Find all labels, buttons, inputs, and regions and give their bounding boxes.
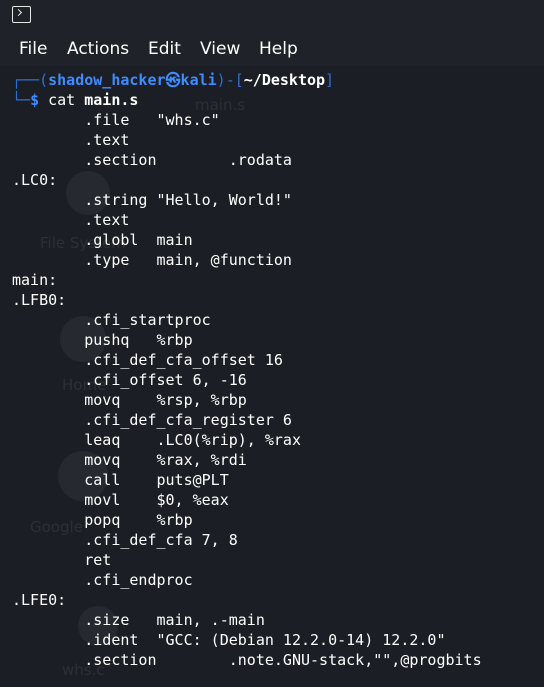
output-line: .cfi_offset 6, -16 <box>12 371 247 389</box>
google-ghost-icon <box>58 451 108 501</box>
output-line: .text <box>12 211 130 229</box>
prompt-user: shadow_hacker <box>48 71 166 89</box>
prompt-header: ┌──(shadow_hacker㉿kali)-[~/Desktop] <box>12 71 335 89</box>
output-line: pushq %rbp <box>12 331 193 349</box>
output-line: .LFB0: <box>12 291 67 309</box>
prompt-at-symbol: ㉿ <box>165 71 181 89</box>
output-line: .string "Hello, World!" <box>12 191 292 209</box>
output-line: .size main, .-main <box>12 611 265 629</box>
output-line: call puts@PLT <box>12 471 229 489</box>
output-line: .section .rodata <box>12 151 292 169</box>
output-line: movq %rsp, %rbp <box>12 391 247 409</box>
ghost-label-file-system: File System <box>40 234 126 252</box>
output-line: .LFE0: <box>12 591 67 609</box>
output-line: movl $0, %eax <box>12 491 229 509</box>
file-system-ghost-icon <box>66 171 110 215</box>
ghost-label-whs: whs.c <box>62 661 105 679</box>
menu-bar: File Actions Edit View Help <box>0 32 544 66</box>
menu-actions[interactable]: Actions <box>67 39 130 59</box>
command-name: cat <box>48 91 76 109</box>
output-line: .cfi_def_cfa 7, 8 <box>12 531 238 549</box>
output-line: .section .note.GNU-stack,"",@progbits <box>12 651 482 669</box>
output-line: popq %rbp <box>12 511 193 529</box>
output-line: .globl main <box>12 231 193 249</box>
output-line: .cfi_startproc <box>12 311 211 329</box>
ghost-label-desktop-file: main.s <box>195 96 246 114</box>
output-line: .file "whs.c" <box>12 111 220 129</box>
terminal-output-area[interactable]: File System main.s Home Google whs.c ┌──… <box>0 66 544 687</box>
prompt-host: kali <box>180 71 217 89</box>
output-line: main: <box>12 271 58 289</box>
terminal-icon[interactable] <box>12 6 31 23</box>
prompt-path: ~/Desktop <box>243 71 326 89</box>
output-line: .cfi_endproc <box>12 571 193 589</box>
menu-help[interactable]: Help <box>259 39 298 59</box>
output-line: .cfi_def_cfa_offset 16 <box>12 351 283 369</box>
menu-file[interactable]: File <box>19 39 48 59</box>
output-line: .text <box>12 131 130 149</box>
home-ghost-icon <box>60 316 106 362</box>
command-argument: main.s <box>84 91 139 109</box>
prompt-command-line: └─$ cat main.s <box>12 91 139 109</box>
menu-view[interactable]: View <box>200 39 241 59</box>
window-titlebar <box>0 0 544 32</box>
prompt-dollar: $ <box>30 91 40 109</box>
output-line: .type main, @function <box>12 251 292 269</box>
menu-edit[interactable]: Edit <box>148 39 181 59</box>
ghost-label-google: Google <box>30 518 83 536</box>
whs-ghost-icon <box>78 606 118 646</box>
output-line: movq %rax, %rdi <box>12 451 247 469</box>
output-line: .ident "GCC: (Debian 12.2.0-14) 12.2.0" <box>12 631 446 649</box>
output-line: .LC0: <box>12 171 58 189</box>
output-line: ret <box>12 551 112 569</box>
output-line: .cfi_def_cfa_register 6 <box>12 411 292 429</box>
output-line: leaq .LC0(%rip), %rax <box>12 431 301 449</box>
ghost-label-home: Home <box>62 376 107 394</box>
